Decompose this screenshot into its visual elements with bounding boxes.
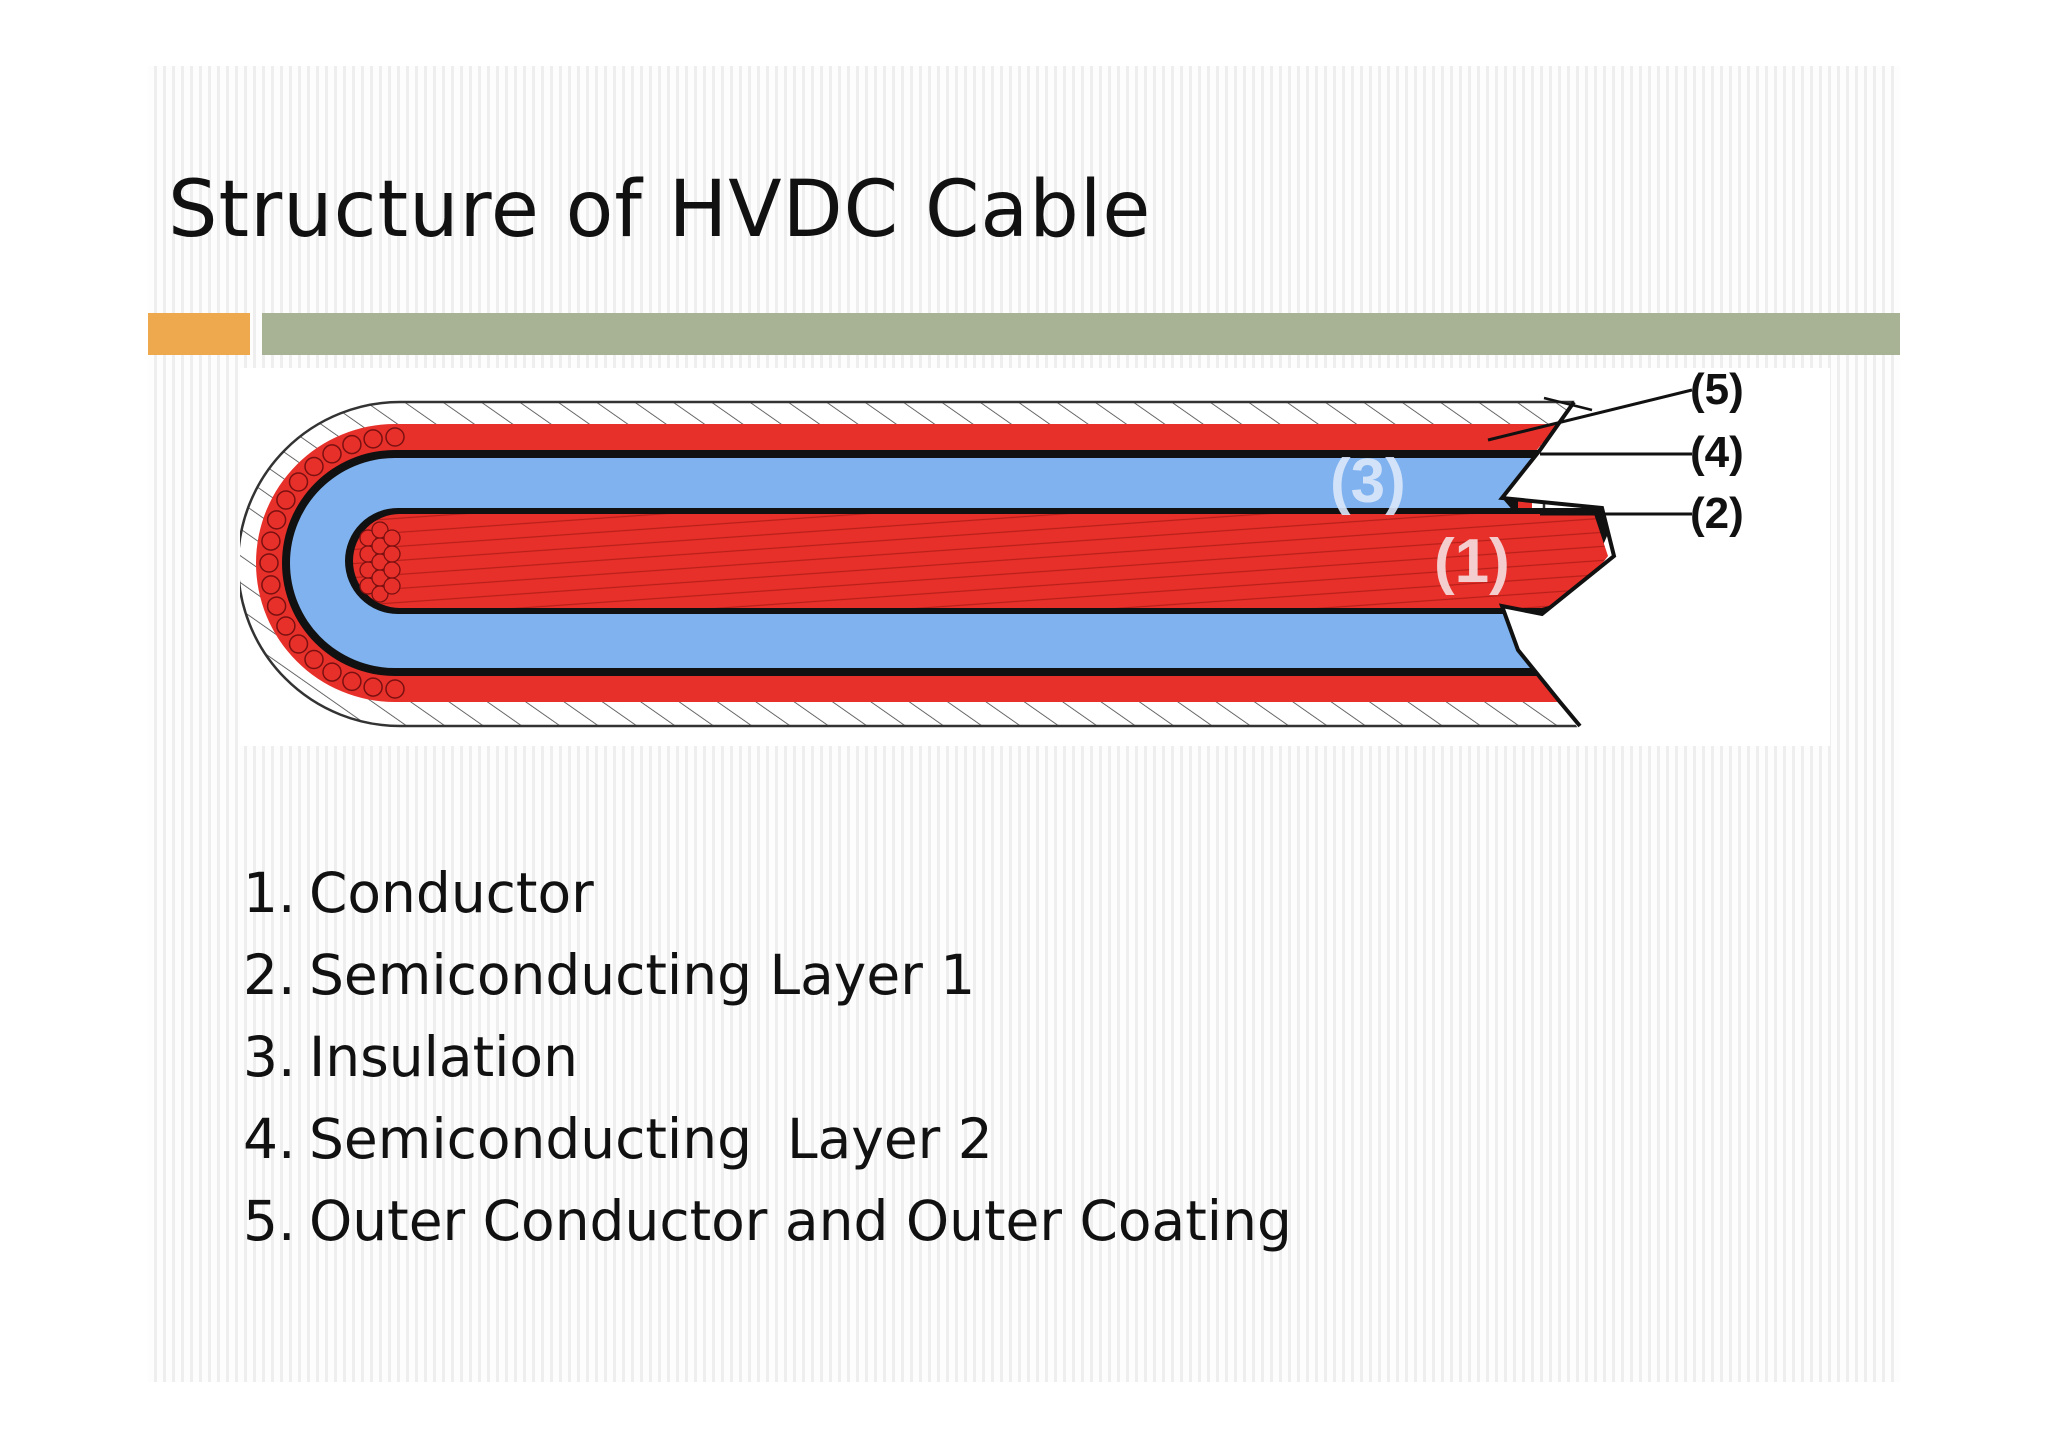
outer-conductor-wire — [342, 434, 362, 455]
conductor-strand — [383, 561, 401, 579]
legend-item: 1. Conductor — [243, 852, 1292, 934]
callout-4: (4) — [1690, 428, 1744, 477]
outer-conductor-wire — [304, 456, 324, 477]
legend-label: Outer Conductor and Outer Coating — [309, 1189, 1292, 1253]
legend-item: 5. Outer Conductor and Outer Coating — [243, 1180, 1292, 1262]
outer-conductor-wire — [385, 427, 405, 447]
outer-conductor-wire — [276, 490, 296, 510]
leader-line-5-tick — [1543, 396, 1593, 412]
cut-end-outline — [1498, 400, 1617, 728]
outer-conductor-wire — [385, 679, 405, 699]
accent-bar-green — [262, 313, 1900, 355]
callout-3: (3) — [1330, 447, 1406, 516]
outer-conductor-wire — [288, 472, 309, 492]
legend-label: Semiconducting Layer 2 — [309, 1107, 993, 1171]
conductor — [353, 514, 1608, 608]
callout-1: (1) — [1434, 527, 1510, 596]
accent-bar-orange — [148, 313, 250, 355]
legend-number: 1. — [243, 861, 296, 925]
cable-diagram: (5) (4) (2) (3) (1) — [240, 368, 1830, 746]
outer-conductor-wire — [261, 575, 281, 595]
legend-item: 2. Semiconducting Layer 1 — [243, 934, 1292, 1016]
outer-conductor-wire — [363, 429, 383, 449]
conductor-strand — [383, 577, 401, 595]
outer-conductor-wire — [322, 662, 342, 682]
outer-conductor-wire — [322, 444, 342, 464]
legend-number: 5. — [243, 1189, 296, 1253]
outer-conductor-wire — [363, 677, 383, 697]
legend-label: Semiconducting Layer 1 — [309, 943, 976, 1007]
callout-2: (2) — [1690, 489, 1744, 538]
legend-number: 3. — [243, 1025, 296, 1089]
outer-conductor-wire — [342, 671, 362, 692]
legend-number: 4. — [243, 1107, 296, 1171]
outer-conductor-wire — [266, 596, 287, 616]
outer-conductor-wire — [288, 634, 309, 654]
conductor-end-strands — [359, 521, 401, 603]
legend-item: 3. Insulation — [243, 1016, 1292, 1098]
legend-label: Conductor — [309, 861, 594, 925]
outer-conductor-wire — [259, 553, 279, 573]
legend-label: Insulation — [309, 1025, 578, 1089]
legend-number: 2. — [243, 943, 296, 1007]
outer-conductor-wire — [304, 649, 324, 670]
conductor-strand — [383, 529, 401, 547]
outer-conductor-wires — [259, 427, 405, 699]
callout-5: (5) — [1690, 368, 1744, 414]
conductor-strand — [371, 585, 389, 603]
cable-cross-section: (5) (4) (2) (3) (1) — [240, 368, 1830, 746]
outer-conductor-wire — [276, 616, 296, 636]
cut-end-mask — [1502, 388, 1830, 746]
page-title: Structure of HVDC Cable — [168, 165, 1152, 255]
legend-list: 1. Conductor 2. Semiconducting Layer 1 3… — [243, 852, 1292, 1262]
conductor-strand — [383, 545, 401, 563]
conductor-strand — [359, 577, 377, 595]
leader-line-5 — [1487, 388, 1693, 442]
legend-item: 4. Semiconducting Layer 2 — [243, 1098, 1292, 1180]
outer-conductor-wire — [261, 531, 281, 551]
outer-conductor-wire — [266, 510, 287, 530]
